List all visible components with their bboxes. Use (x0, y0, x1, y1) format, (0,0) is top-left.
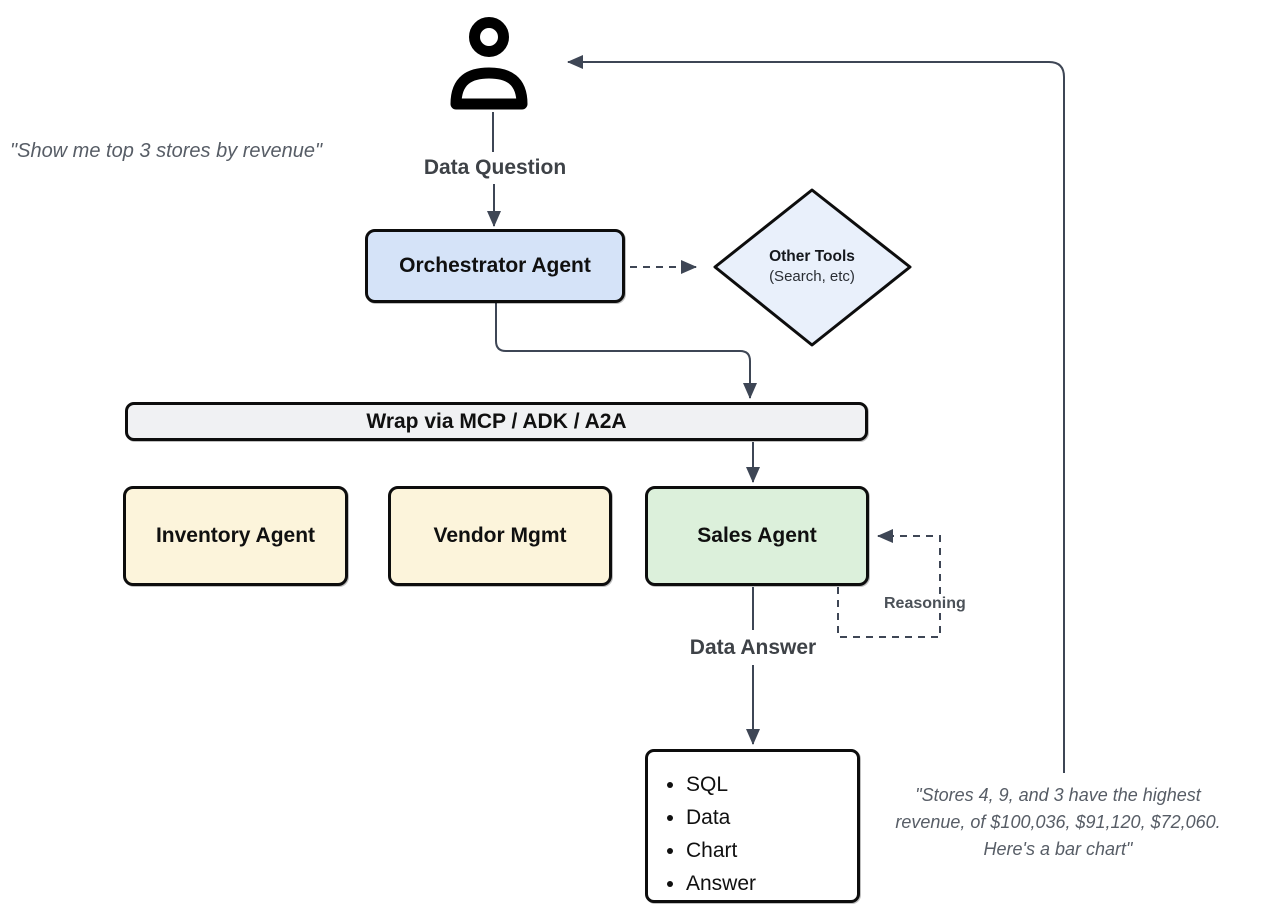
inventory-agent-node: Inventory Agent (123, 486, 348, 586)
answer-quote-line: revenue, of $100,036, $91,120, $72,060. (895, 812, 1221, 832)
user-icon (450, 17, 528, 110)
other-tools-text: Other Tools (Search, etc) (732, 246, 892, 287)
edge-answer-to-user (567, 55, 1065, 773)
reasoning-label: Reasoning (880, 595, 970, 613)
inventory-agent-label: Inventory Agent (155, 524, 316, 547)
user-request-quote: "Show me top 3 stores by revenue" (10, 140, 323, 162)
sales-agent-label: Sales Agent (697, 524, 817, 547)
vendor-mgmt-label: Vendor Mgmt (433, 524, 567, 547)
edge-orchestrator-to-wrap (495, 303, 757, 399)
output-item: Answer (686, 867, 756, 900)
edge-reasoning-loop (837, 529, 941, 638)
sales-agent-node: Sales Agent (645, 486, 869, 586)
answer-quote-line: Here's a bar chart" (983, 839, 1133, 859)
output-item: Data (686, 801, 756, 834)
output-box: SQL Data Chart Answer (645, 749, 860, 903)
orchestrator-agent-node: Orchestrator Agent (365, 229, 625, 303)
vendor-mgmt-node: Vendor Mgmt (388, 486, 612, 586)
other-tools-subtitle: (Search, etc) (769, 268, 855, 285)
output-list: SQL Data Chart Answer (648, 752, 756, 900)
data-question-label: Data Question (423, 156, 567, 179)
other-tools-diamond (713, 188, 912, 347)
other-tools-title: Other Tools (769, 248, 855, 265)
output-item: SQL (686, 768, 756, 801)
wrap-mcp-bar-label: Wrap via MCP / ADK / A2A (366, 409, 627, 433)
wrap-mcp-bar: Wrap via MCP / ADK / A2A (125, 402, 868, 441)
answer-quote: "Stores 4, 9, and 3 have the highest rev… (876, 782, 1240, 863)
data-answer-label: Data Answer (689, 636, 817, 659)
output-item: Chart (686, 834, 756, 867)
orchestrator-agent-label: Orchestrator Agent (399, 254, 591, 277)
answer-quote-line: "Stores 4, 9, and 3 have the highest (915, 785, 1201, 805)
